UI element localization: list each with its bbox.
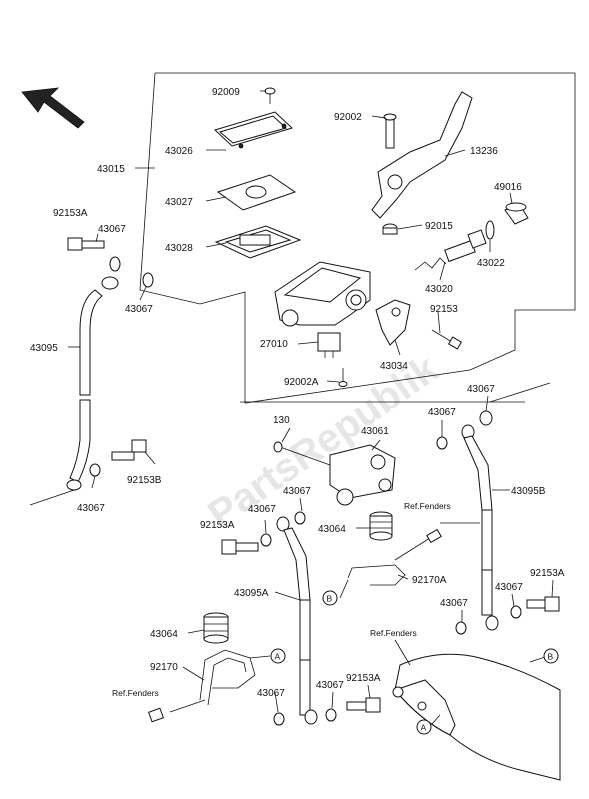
label-43022: 43022 [477, 258, 505, 269]
label-27010: 27010 [260, 339, 288, 350]
clamp-43034 [375, 299, 411, 346]
label-43067-g: 43067 [248, 504, 276, 515]
bolt-92153 [431, 329, 463, 350]
label-43067-f: 43067 [77, 503, 105, 514]
label-43067-h: 43067 [495, 582, 523, 593]
pad-spring-43064-upper [369, 511, 393, 541]
label-43067-c: 43067 [467, 384, 495, 395]
svg-text:A: A [275, 652, 281, 662]
label-92153A-right: 92153A [530, 568, 565, 579]
washer-43067-joint-top [436, 436, 448, 450]
dust-boot-49016 [504, 202, 529, 225]
three-way-joint-43061 [273, 441, 396, 506]
pivot-bolt-92002 [383, 113, 397, 149]
ref-fenders-upper: Ref.Fenders [404, 501, 451, 511]
label-43067-d: 43067 [428, 407, 456, 418]
label-43067-e: 43067 [283, 486, 311, 497]
label-43095B: 43095B [511, 486, 546, 497]
label-43067-a: 43067 [98, 224, 126, 235]
marker-a-fender: A [416, 714, 441, 735]
banjo-bolt-92153A-mid [221, 539, 259, 555]
svg-text:A: A [421, 723, 427, 733]
label-43028: 43028 [165, 243, 193, 254]
label-130: 130 [273, 415, 290, 426]
reservoir-diaphragm [214, 225, 302, 259]
banjo-bolt-92153B [111, 439, 147, 461]
marker-b-fender: B [529, 648, 559, 664]
piston-kit-43020 [414, 229, 487, 271]
banjo-bolt-92153A-bottom [346, 697, 381, 713]
banjo-bolt-92153A-right [526, 596, 560, 612]
reservoir-cap [214, 111, 293, 149]
label-43026: 43026 [165, 146, 193, 157]
label-92153: 92153 [430, 304, 458, 315]
leader-lines [68, 90, 554, 713]
label-43067-j: 43067 [316, 680, 344, 691]
washer-43067-bottom-center [325, 708, 337, 722]
master-cylinder-body [274, 261, 371, 327]
marker-b-upper: B [322, 579, 349, 606]
label-92009: 92009 [212, 87, 240, 98]
circlip-43022 [485, 220, 495, 240]
label-43067-b: 43067 [125, 304, 153, 315]
svg-text:B: B [548, 652, 554, 662]
label-43067-i: 43067 [440, 598, 468, 609]
label-43064-b: 43064 [150, 629, 178, 640]
clip-92170 [148, 649, 256, 723]
washer-43067-joint-left [294, 511, 306, 525]
part-labels: 92009 92002 43026 13236 43015 43027 4901… [30, 87, 565, 699]
screw-92002A [338, 368, 348, 387]
label-92002: 92002 [334, 112, 362, 123]
label-43020: 43020 [425, 284, 453, 295]
washer-43067-left-bottom [89, 463, 101, 477]
assembly-frame [139, 72, 576, 404]
label-92153A-mid: 92153A [200, 520, 235, 531]
clip-92170A [347, 528, 442, 586]
label-92153A-bottom: 92153A [346, 673, 381, 684]
label-43095A: 43095A [234, 588, 269, 599]
brake-switch-27010 [317, 332, 341, 358]
label-43061: 43061 [361, 426, 389, 437]
washer-43067-right-lower [510, 605, 522, 619]
front-direction-arrow-icon [21, 87, 85, 129]
label-49016: 49016 [494, 182, 522, 193]
marker-a-upper: A [249, 648, 286, 664]
washer-43067-right-mid [455, 621, 467, 635]
label-43067-k: 43067 [257, 688, 285, 699]
svg-text:B: B [327, 594, 333, 604]
label-43095: 43095 [30, 343, 58, 354]
brake-hose-43095 [66, 276, 119, 491]
washer-43067-top [109, 256, 121, 272]
pad-spring-43064-lower [203, 612, 229, 644]
front-fender [392, 653, 561, 781]
brake-lever [371, 91, 473, 219]
nut-92015 [382, 223, 398, 235]
washer-43067-bottom-left [273, 712, 285, 726]
label-92153B: 92153B [127, 475, 162, 486]
label-43027: 43027 [165, 197, 193, 208]
washer-43067-mid [260, 533, 272, 547]
brake-hose-43095A [276, 516, 318, 725]
washer-43067-upper-right [479, 410, 493, 426]
label-43064-a: 43064 [318, 524, 346, 535]
label-92170A: 92170A [412, 575, 447, 586]
banjo-bolt-92153A-top [67, 237, 105, 251]
label-92153A-top: 92153A [53, 208, 88, 219]
screw-92009 [264, 87, 276, 104]
label-43034: 43034 [380, 361, 408, 372]
ref-fenders-left: Ref.Fenders [112, 688, 159, 698]
ref-fenders-right: Ref.Fenders [370, 628, 417, 638]
reference-labels: Ref.Fenders Ref.Fenders Ref.Fenders [112, 501, 451, 698]
washer-43067-right [142, 272, 154, 288]
label-92015: 92015 [425, 221, 453, 232]
label-43015: 43015 [97, 164, 125, 175]
label-13236: 13236 [470, 146, 498, 157]
label-92002A: 92002A [284, 377, 319, 388]
label-92170: 92170 [150, 662, 178, 673]
reservoir-plate [216, 174, 297, 211]
brake-hose-43095B [461, 424, 499, 631]
